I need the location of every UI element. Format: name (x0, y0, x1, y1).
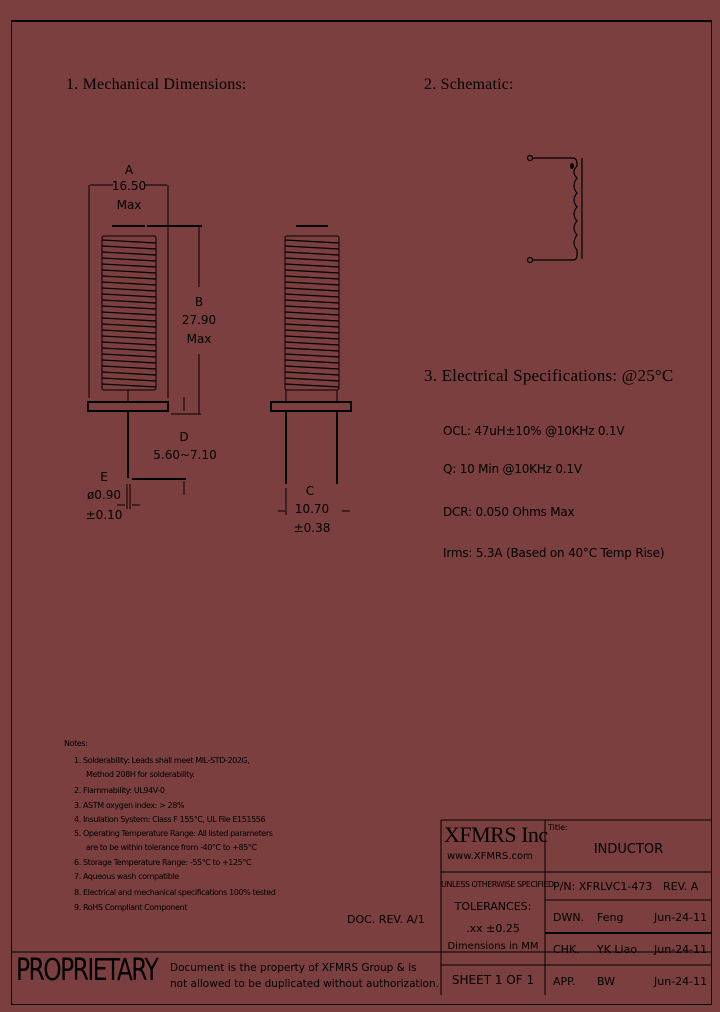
dim-d-value: 5.60~7.10 (153, 448, 217, 462)
dwn-name: Feng (597, 911, 624, 924)
dwn-role: DWN. (553, 911, 585, 924)
tolerances-label: TOLERANCES: (454, 900, 532, 913)
spec-ocl: OCL: 47uH±10% @10KHz 0.1V (443, 424, 625, 438)
dim-a-value: 16.50 (111, 179, 147, 193)
dim-c-label: C (305, 484, 315, 498)
dim-b-suffix: Max (186, 332, 212, 346)
dim-b-value: 27.90 (181, 313, 217, 327)
dwn-date: Jun-24-11 (654, 911, 708, 924)
notes-heading: Notes: (64, 739, 88, 748)
note-item: 8. Electrical and mechanical specificati… (74, 888, 276, 897)
drawing-title: INDUCTOR (593, 842, 664, 857)
note-item: 9. RoHS Compliant Component (74, 903, 188, 912)
note-item: are to be within tolerance from -40°C to… (86, 843, 257, 852)
revision: REV. A (663, 880, 699, 893)
chk-name: YK Liao (597, 943, 638, 956)
title-label: Title: (548, 823, 568, 832)
dim-a-suffix: Max (116, 198, 142, 212)
note-item: 1. Solderability: Leads shall meet MIL-S… (74, 756, 250, 765)
schematic-heading: 2. Schematic: (424, 76, 514, 93)
app-name: BW (597, 975, 616, 988)
spec-dcr: DCR: 0.050 Ohms Max (443, 505, 575, 519)
app-date: Jun-24-11 (654, 975, 708, 988)
dim-e-label: E (100, 470, 108, 484)
dim-d-label: D (179, 430, 189, 444)
inductor-symbol (526, 154, 583, 264)
note-item: 5. Operating Temperature Range: All list… (74, 829, 273, 838)
doc-revision: DOC. REV. A/1 (347, 913, 425, 926)
spec-q: Q: 10 Min @10KHz 0.1V (443, 462, 582, 476)
company-name: XFMRS Inc (444, 822, 548, 847)
unless-specified: UNLESS OTHERWISE SPECIFIED (441, 880, 554, 889)
chk-role: CHK. (553, 943, 580, 956)
company-website: www.XFMRS.com (447, 851, 533, 862)
note-item: 6. Storage Temperature Range: -55°C to +… (74, 858, 252, 867)
dim-a-label: A (124, 163, 134, 177)
chk-date: Jun-24-11 (654, 943, 708, 956)
dim-c-tolerance: ±0.38 (293, 521, 331, 535)
note-item: 4. Insulation System: Class F 155°C, UL … (74, 815, 266, 824)
spec-irms: Irms: 5.3A (Based on 40°C Temp Rise) (443, 546, 665, 560)
drawing-border (11, 20, 712, 1005)
proprietary-line-2: not allowed to be duplicated without aut… (170, 978, 439, 990)
note-item: Method 208H for solderability. (86, 770, 195, 779)
mechanical-dimensions-heading: 1. Mechanical Dimensions: (66, 76, 247, 93)
part-number: P/N: XFRLVC1-473 (553, 880, 653, 893)
note-item: 3. ASTM oxygen index: > 28% (74, 801, 185, 810)
units-note: Dimensions in MM (447, 941, 539, 952)
note-item: 7. Aqueous wash compatible (74, 872, 179, 881)
dim-c-value: 10.70 (294, 502, 330, 516)
tolerance-value: .xx ±0.25 (466, 922, 520, 935)
app-role: APP. (553, 975, 576, 988)
proprietary-line-1: Document is the property of XFMRS Group … (170, 962, 417, 974)
dim-b-label: B (194, 295, 204, 309)
sheet-number: SHEET 1 OF 1 (451, 973, 535, 987)
note-item: 2. Flammability: UL94V-0 (74, 786, 165, 795)
proprietary-label: PROPRIETARY (16, 953, 159, 988)
electrical-specs-heading: 3. Electrical Specifications: @25°C (424, 366, 674, 385)
dim-e-tolerance: ±0.10 (85, 508, 123, 522)
dim-e-value: ø0.90 (86, 488, 122, 502)
